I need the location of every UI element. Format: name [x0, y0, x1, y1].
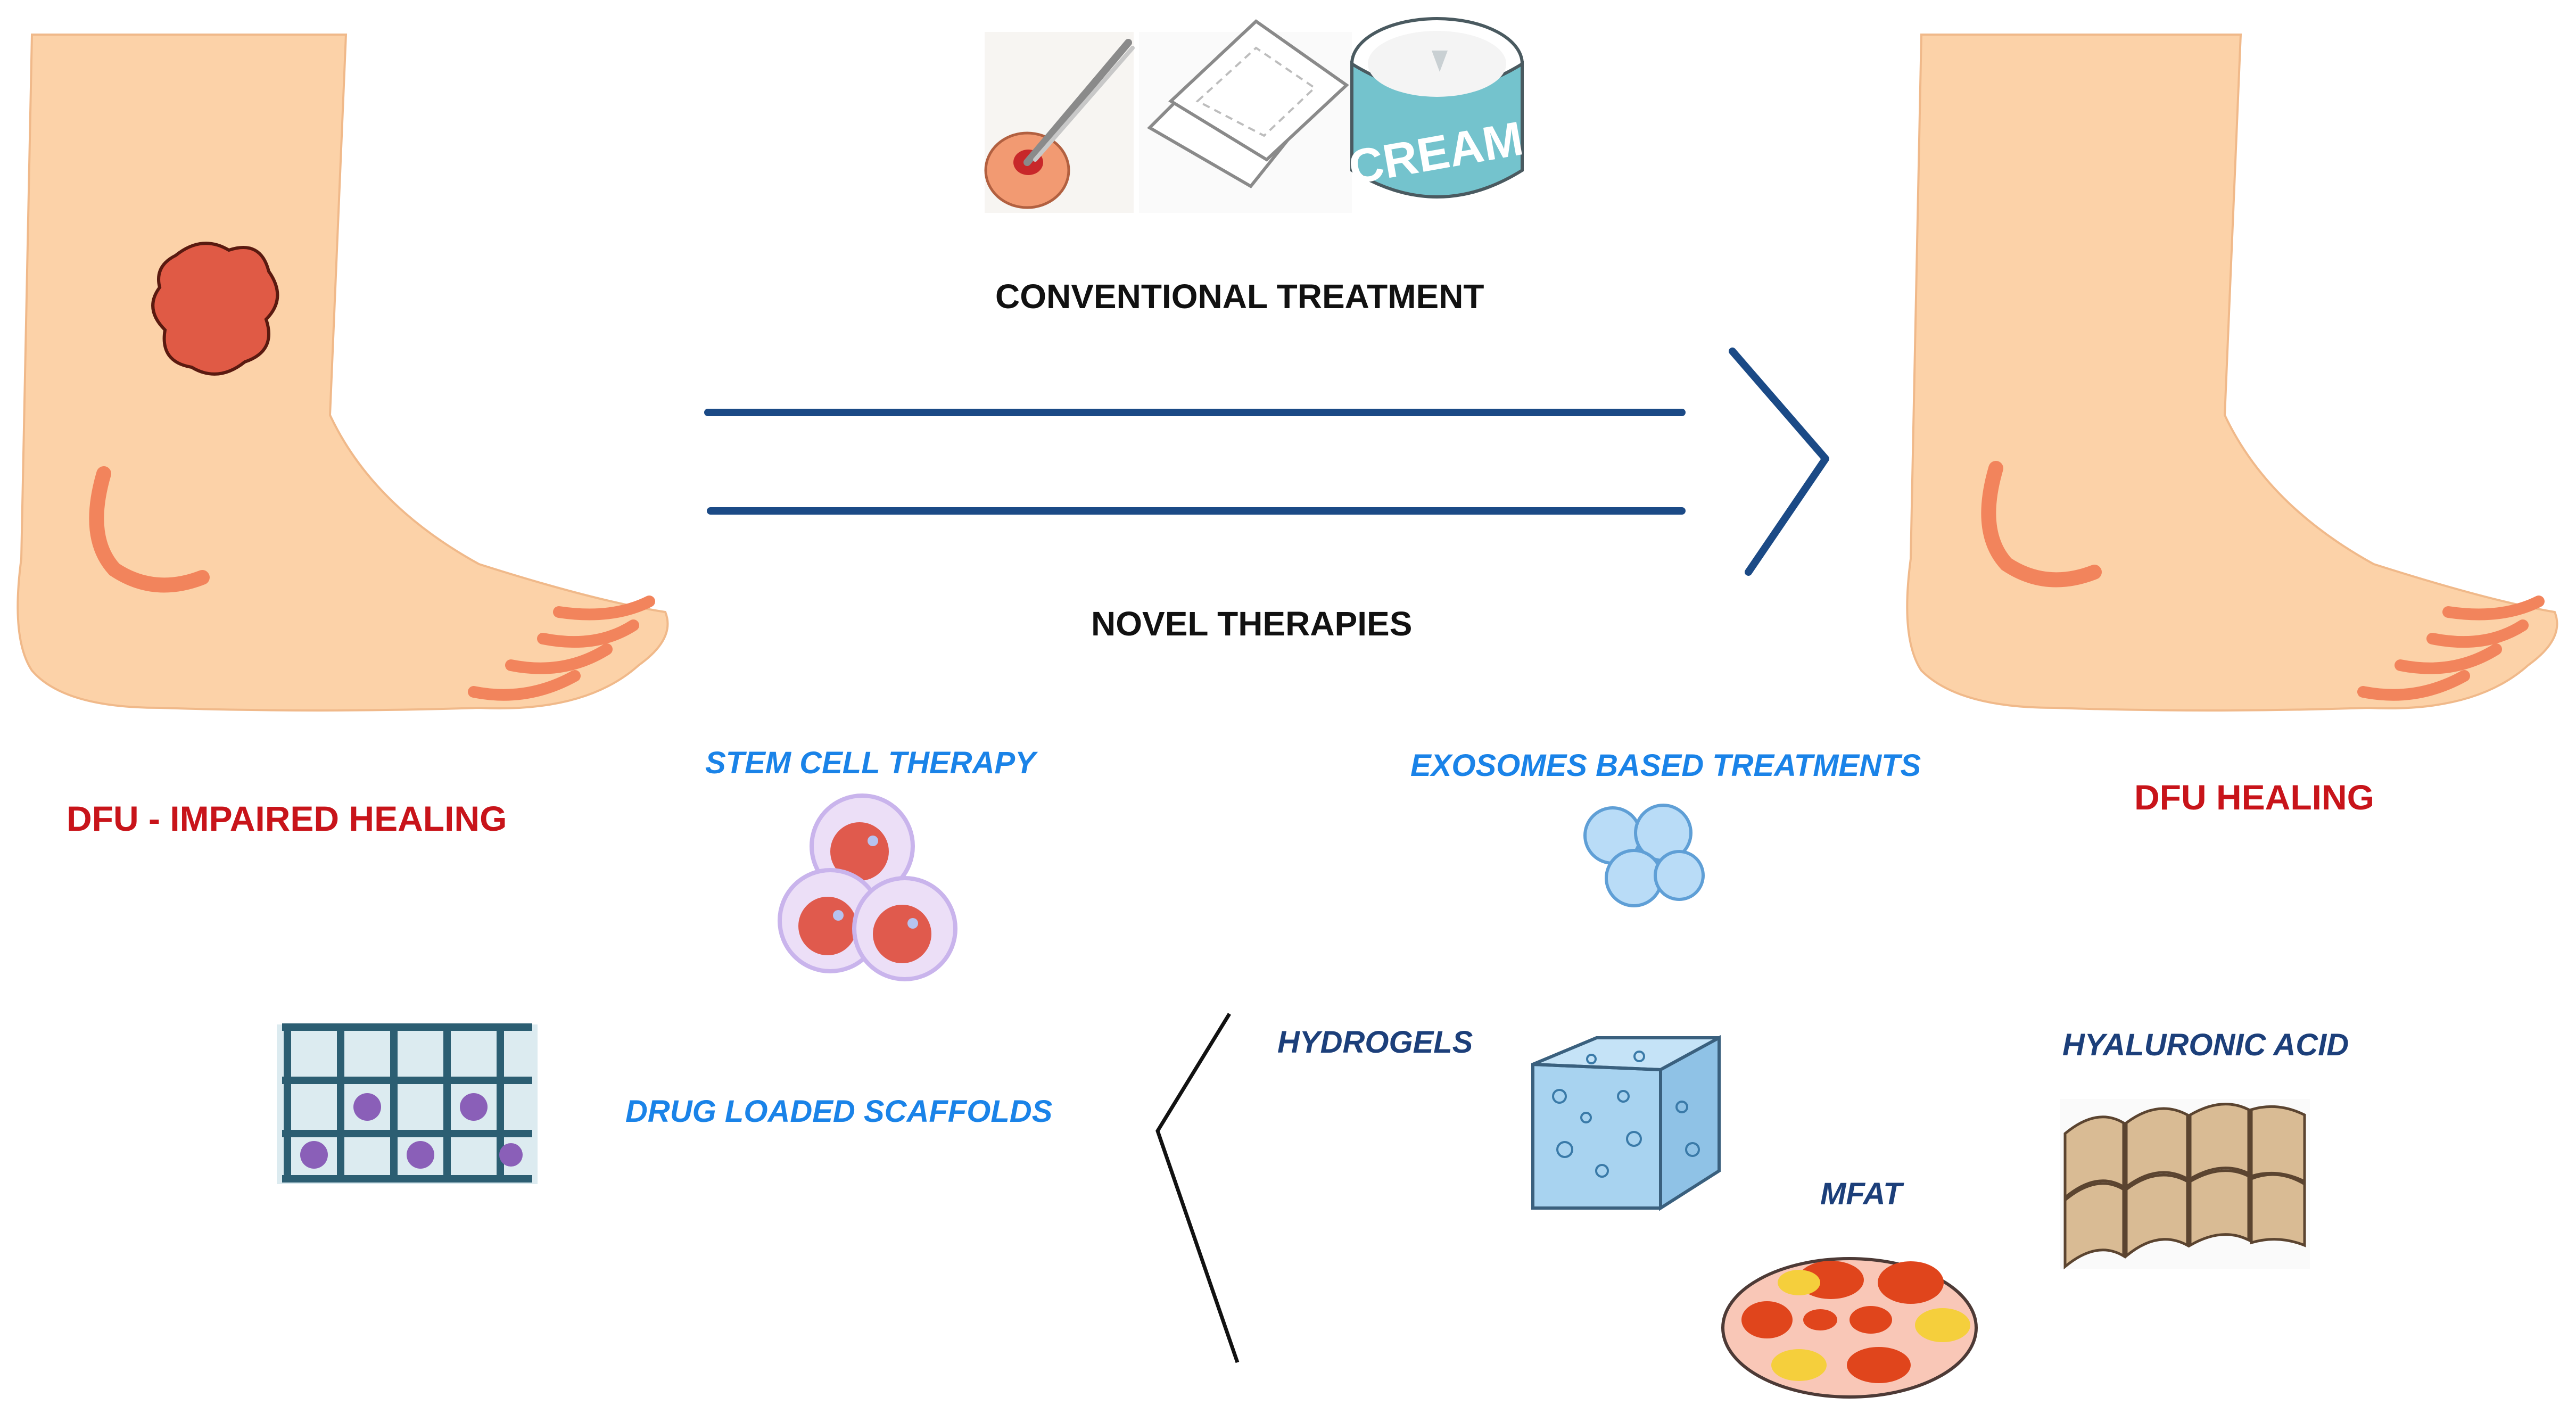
- hyaluronic-acid-label: HYALURONIC ACID: [2062, 1028, 2349, 1062]
- cream-jar-icon: CREAM: [1345, 17, 1527, 199]
- novel-therapies-label: NOVEL THERAPIES: [1091, 605, 1413, 643]
- tweezers-wound-icon: [984, 32, 1135, 213]
- stem-cell-therapy-label: STEM CELL THERAPY: [705, 746, 1036, 780]
- hydrogel-cube-icon: [1531, 1035, 1721, 1211]
- stem-cells-icon: [778, 793, 957, 981]
- foot-healed-illustration: [1906, 34, 2558, 712]
- treatment-arrow: [704, 348, 1829, 576]
- mfat-icon: [1721, 1257, 1978, 1399]
- mfat-label: MFAT: [1820, 1177, 1902, 1211]
- impaired-healing-label: DFU - IMPAIRED HEALING: [67, 799, 507, 838]
- hyaluronic-acid-icon: [2060, 1099, 2310, 1270]
- gauze-pads-icon: [1139, 19, 1352, 213]
- healing-label: DFU HEALING: [2134, 778, 2374, 817]
- hydrogels-label: HYDROGELS: [1277, 1025, 1473, 1060]
- foot-impaired-illustration: [16, 34, 669, 712]
- exosomes-treatments-label: EXOSOMES BASED TREATMENTS: [1410, 748, 1921, 783]
- exosomes-icon: [1583, 804, 1705, 907]
- conventional-treatment-label: CONVENTIONAL TREATMENT: [995, 277, 1484, 316]
- scaffold-grid-icon: [277, 1023, 538, 1184]
- ulcer-wound: [151, 242, 279, 376]
- therapies-bracket: [1155, 1013, 1240, 1363]
- drug-loaded-scaffolds-label: DRUG LOADED SCAFFOLDS: [625, 1094, 1053, 1129]
